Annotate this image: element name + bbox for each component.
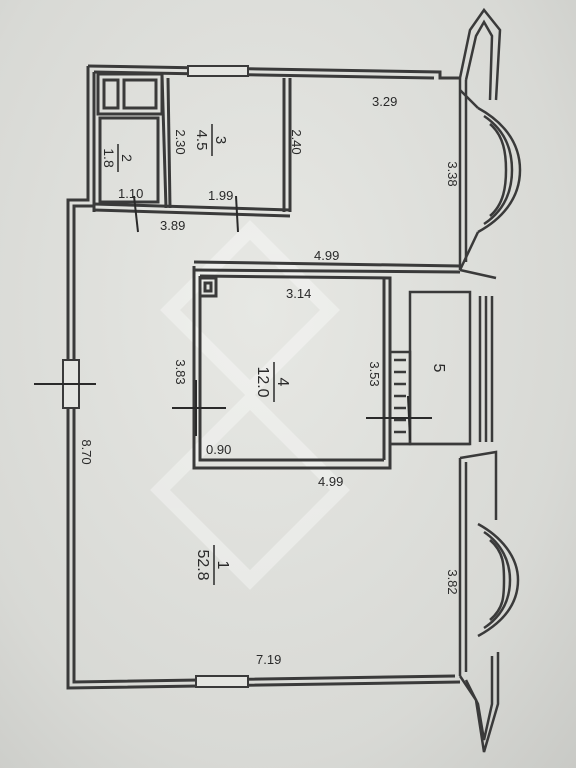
room-3-number: 3 <box>212 136 229 144</box>
room-2-area: 1.8 <box>101 148 117 168</box>
loggia-wall <box>459 268 497 442</box>
dim-3-14: 3.14 <box>286 286 311 301</box>
room-4-label: 4 12.0 <box>254 362 291 402</box>
room-4-walls <box>192 266 392 470</box>
room-2-label: 2 1.8 <box>101 144 135 172</box>
dim-8-70: 8.70 <box>79 439 94 464</box>
dim-3-53: 3.53 <box>367 361 382 386</box>
dim-3-83: 3.83 <box>173 359 188 384</box>
dim-1-99: 1.99 <box>208 188 233 203</box>
dim-4-99-bottom: 4.99 <box>318 474 343 489</box>
bay-window-top <box>458 7 522 271</box>
dim-1-10: 1.10 <box>118 186 143 201</box>
dim-3-38: 3.38 <box>445 161 460 186</box>
room-1-number: 1 <box>214 561 231 570</box>
bay-window-bottom <box>458 450 520 753</box>
wet-rooms <box>93 72 292 218</box>
room-5-number: 5 <box>430 364 447 373</box>
room-2-number: 2 <box>119 154 135 162</box>
dimension-ticks <box>34 195 432 441</box>
wall-openings <box>62 65 249 688</box>
dim-3-82: 3.82 <box>445 569 460 594</box>
room-3-label: 3 4.5 <box>193 124 229 156</box>
room-5-walls <box>388 290 472 446</box>
room-4-number: 4 <box>274 378 291 387</box>
room-3-area: 4.5 <box>193 130 210 151</box>
corridor-wall <box>92 206 461 274</box>
room-1-label: 1 52.8 <box>194 545 231 585</box>
dim-0-90: 0.90 <box>206 442 231 457</box>
dim-3-29: 3.29 <box>372 94 397 109</box>
room-1-area: 52.8 <box>194 549 211 580</box>
watermark-logo <box>150 220 350 590</box>
dim-2-30: 2.30 <box>173 129 188 154</box>
room-4-area: 12.0 <box>254 366 271 397</box>
dim-4-99-top: 4.99 <box>314 248 339 263</box>
dim-3-89: 3.89 <box>160 218 185 233</box>
dim-7-19: 7.19 <box>256 652 281 667</box>
dim-2-40: 2.40 <box>289 129 304 154</box>
